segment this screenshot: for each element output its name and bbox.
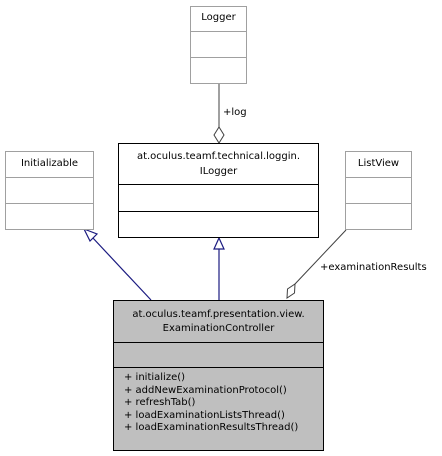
operation: + loadExaminationResultsThread(): [124, 422, 299, 434]
ilogger-generalization: [213, 236, 225, 300]
examination-results-label: +examinationResults: [320, 262, 427, 273]
divider: [114, 367, 323, 368]
operation: + addNewExaminationProtocol(): [124, 384, 287, 396]
class-name: Logger: [201, 12, 236, 23]
divider: [346, 203, 411, 204]
log-label: +log: [223, 107, 247, 118]
class-name-line-2: ILogger: [199, 166, 238, 177]
generalization-arrowhead: [82, 227, 99, 243]
operation: + refreshTab(): [124, 397, 196, 409]
initializable-class[interactable]: Initializable: [5, 151, 94, 230]
class-name-line-1: at.oculus.teamf.presentation.view.: [132, 309, 305, 320]
operations-list: + initialize() + addNewExaminationProtoc…: [124, 372, 323, 435]
ilogger-class[interactable]: at.oculus.teamf.technical.loggin. ILogge…: [118, 143, 319, 238]
divider: [346, 177, 411, 178]
initializable-generalization: [82, 227, 152, 301]
class-name-line-1: at.oculus.teamf.technical.loggin.: [136, 151, 301, 162]
divider: [6, 203, 93, 204]
class-name-line-2: ExaminationController: [162, 323, 275, 334]
aggregation-diamond: [286, 283, 296, 299]
divider: [191, 31, 246, 32]
divider: [119, 211, 318, 212]
listview-class[interactable]: ListView: [345, 151, 412, 230]
divider: [6, 177, 93, 178]
operation: + initialize(): [124, 372, 186, 383]
class-name: Initializable: [20, 158, 79, 169]
aggregation-diamond: [213, 126, 225, 144]
operation: + loadExaminationListsThread(): [124, 409, 285, 421]
divider: [119, 184, 318, 185]
class-name: ListView: [357, 158, 400, 169]
divider: [114, 342, 323, 343]
logger-class[interactable]: Logger: [190, 6, 247, 84]
generalization-arrowhead: [213, 236, 225, 250]
divider: [191, 57, 246, 58]
examination-controller-class[interactable]: at.oculus.teamf.presentation.view. Exami…: [113, 300, 324, 451]
examination-results-association: [286, 229, 347, 299]
